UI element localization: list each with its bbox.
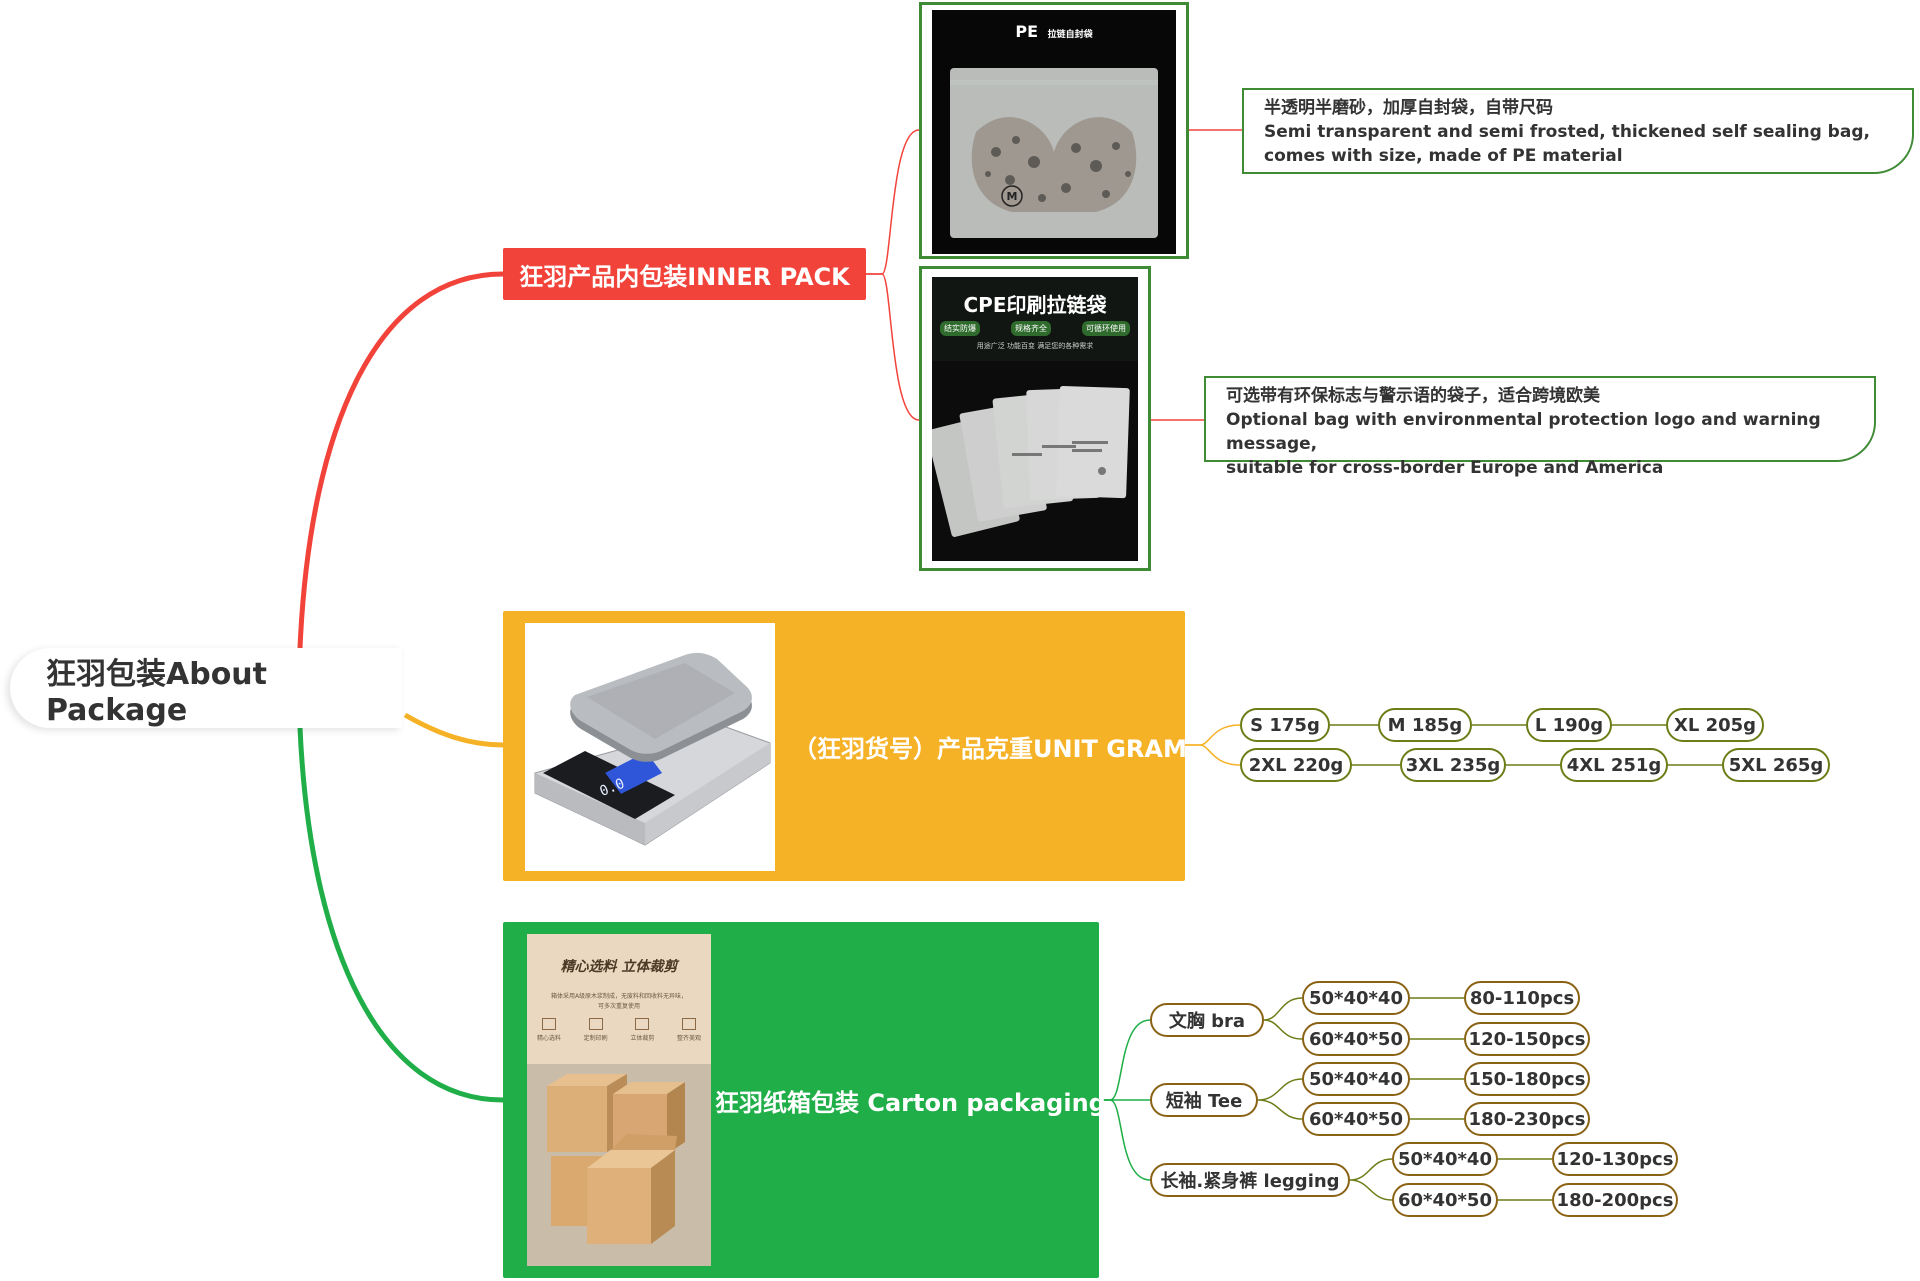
carton-image-caption: 可多次重复使用 xyxy=(597,1003,640,1010)
bra-qty-small[interactable]: 80-110pcs xyxy=(1464,981,1580,1015)
pe-description-en-1: Semi transparent and semi frosted, thick… xyxy=(1264,122,1870,142)
gram-pill-l[interactable]: L 190g xyxy=(1526,708,1612,742)
category-bra[interactable]: 文胸 bra xyxy=(1150,1003,1264,1037)
connector-carton-legging xyxy=(1099,1099,1151,1181)
carton-image: 精心选料 立体裁剪 箱体采用A级原木浆制成，无废料和回收料无异味， 可多次重复使… xyxy=(527,934,711,1266)
pe-bag-illustration: M xyxy=(950,68,1158,238)
pe-bag-photo: PE 拉链自封袋 M xyxy=(932,10,1176,254)
bra-size-50x40x40[interactable]: 50*40*40 xyxy=(1302,981,1410,1015)
connector-root-unit-gram xyxy=(403,712,504,748)
cpe-image-tag: 规格齐全 xyxy=(1011,321,1051,336)
pe-description-cn: 半透明半磨砂，加厚自封袋，自带尺码 xyxy=(1264,98,1553,118)
connector-gram-row1 xyxy=(1185,724,1241,746)
cardboard-boxes-illustration xyxy=(527,1064,711,1266)
cpe-image-tag: 结实防爆 xyxy=(940,321,980,336)
gram-pill-3xl[interactable]: 3XL 235g xyxy=(1400,748,1506,782)
topic-unit-gram[interactable]: 0.0 （狂羽货号）产品克重UNIT GRAM xyxy=(503,611,1187,881)
connector-inner-cpe xyxy=(866,273,920,421)
connector-legging-sizes xyxy=(1349,1158,1393,1201)
topic-inner-pack-label: 狂羽产品内包装INNER PACK xyxy=(519,262,850,291)
feature-icon xyxy=(681,1018,696,1030)
connector-tee-sizes xyxy=(1257,1078,1303,1120)
pe-image-subtitle: 拉链自封袋 xyxy=(1047,30,1093,40)
cpe-bags-illustration xyxy=(932,361,1138,561)
cpe-description-en-2: suitable for cross-border Europe and Ame… xyxy=(1226,458,1664,478)
legging-size-60x40x50[interactable]: 60*40*50 xyxy=(1392,1183,1498,1217)
connector-root-carton xyxy=(297,727,504,1103)
connector-inner-pe xyxy=(866,129,920,275)
pe-bag-image[interactable]: PE 拉链自封袋 M xyxy=(919,2,1189,259)
legging-qty-small[interactable]: 120-130pcs xyxy=(1552,1142,1678,1176)
gram-pill-xl[interactable]: XL 205g xyxy=(1666,708,1764,742)
cpe-image-title: CPE印刷拉链袋 xyxy=(963,293,1107,317)
cpe-bag-image[interactable]: CPE印刷拉链袋 结实防爆 规格齐全 可循环使用 用途广泛 功能百变 满足您的各… xyxy=(919,266,1151,571)
bra-qty-large[interactable]: 120-150pcs xyxy=(1464,1022,1590,1056)
cpe-description-en-1: Optional bag with environmental protecti… xyxy=(1226,410,1821,454)
pe-size-mark: M xyxy=(1007,190,1018,203)
topic-carton[interactable]: 精心选料 立体裁剪 箱体采用A级原木浆制成，无废料和回收料无异味， 可多次重复使… xyxy=(503,922,1106,1278)
tee-size-50x40x40[interactable]: 50*40*40 xyxy=(1302,1062,1410,1096)
tee-qty-large[interactable]: 180-230pcs xyxy=(1464,1102,1590,1136)
legging-qty-large[interactable]: 180-200pcs xyxy=(1552,1183,1678,1217)
category-tee[interactable]: 短袖 Tee xyxy=(1150,1083,1258,1117)
carton-feature: 精心选料 xyxy=(537,1035,562,1042)
gram-pill-m[interactable]: M 185g xyxy=(1378,708,1472,742)
gram-pill-4xl[interactable]: 4XL 251g xyxy=(1560,748,1668,782)
cpe-description-callout[interactable]: 可选带有环保标志与警示语的袋子，适合跨境欧美 Optional bag with… xyxy=(1204,376,1876,478)
kitchen-scale-illustration: 0.0 xyxy=(534,652,771,846)
topic-unit-gram-label: （狂羽货号）产品克重UNIT GRAM xyxy=(793,734,1187,763)
tee-qty-small[interactable]: 150-180pcs xyxy=(1464,1062,1590,1096)
gram-pill-5xl[interactable]: 5XL 265g xyxy=(1722,748,1830,782)
pe-image-title: PE xyxy=(1015,22,1039,41)
legging-size-50x40x40[interactable]: 50*40*40 xyxy=(1392,1142,1498,1176)
tee-size-60x40x50[interactable]: 60*40*50 xyxy=(1302,1102,1410,1136)
feature-icon xyxy=(588,1018,603,1030)
connector-gram-row2 xyxy=(1185,744,1241,766)
feature-icon xyxy=(635,1018,650,1030)
scale-image: 0.0 xyxy=(525,623,775,871)
category-legging[interactable]: 长袖.紧身裤 legging xyxy=(1150,1163,1350,1197)
cpe-description-cn: 可选带有环保标志与警示语的袋子，适合跨境欧美 xyxy=(1226,386,1600,406)
feature-icon xyxy=(542,1018,556,1030)
cpe-image-tag: 可循环使用 xyxy=(1082,321,1130,336)
carton-feature: 整齐美观 xyxy=(676,1035,701,1042)
pe-description-en-2: comes with size, made of PE material xyxy=(1264,146,1623,166)
bra-size-60x40x50[interactable]: 60*40*50 xyxy=(1302,1022,1410,1056)
root-title: 狂羽包装About Package xyxy=(46,656,268,728)
root-node[interactable]: 狂羽包装About Package xyxy=(10,648,402,728)
carton-feature: 定制印刷 xyxy=(583,1035,608,1042)
carton-image-caption: 箱体采用A级原木浆制成，无废料和回收料无异味， xyxy=(550,993,688,1000)
carton-feature: 立体裁剪 xyxy=(630,1035,655,1042)
connector-carton-bra xyxy=(1099,1019,1151,1101)
pe-description-callout[interactable]: 半透明半磨砂，加厚自封袋，自带尺码 Semi transparent and s… xyxy=(1242,88,1914,174)
topic-carton-label: 狂羽纸箱包装 Carton packaging xyxy=(715,1088,1106,1117)
topic-inner-pack[interactable]: 狂羽产品内包装INNER PACK xyxy=(503,248,866,300)
connector-bra-sizes xyxy=(1263,997,1303,1040)
carton-image-heading: 精心选料 立体裁剪 xyxy=(560,959,678,975)
cpe-image-tagline: 用途广泛 功能百变 满足您的各种需求 xyxy=(976,342,1094,350)
gram-pill-2xl[interactable]: 2XL 220g xyxy=(1240,748,1352,782)
cpe-bag-photo: CPE印刷拉链袋 结实防爆 规格齐全 可循环使用 用途广泛 功能百变 满足您的各… xyxy=(932,277,1138,561)
gram-pill-s[interactable]: S 175g xyxy=(1240,708,1330,742)
connector-root-inner-pack xyxy=(297,271,504,649)
